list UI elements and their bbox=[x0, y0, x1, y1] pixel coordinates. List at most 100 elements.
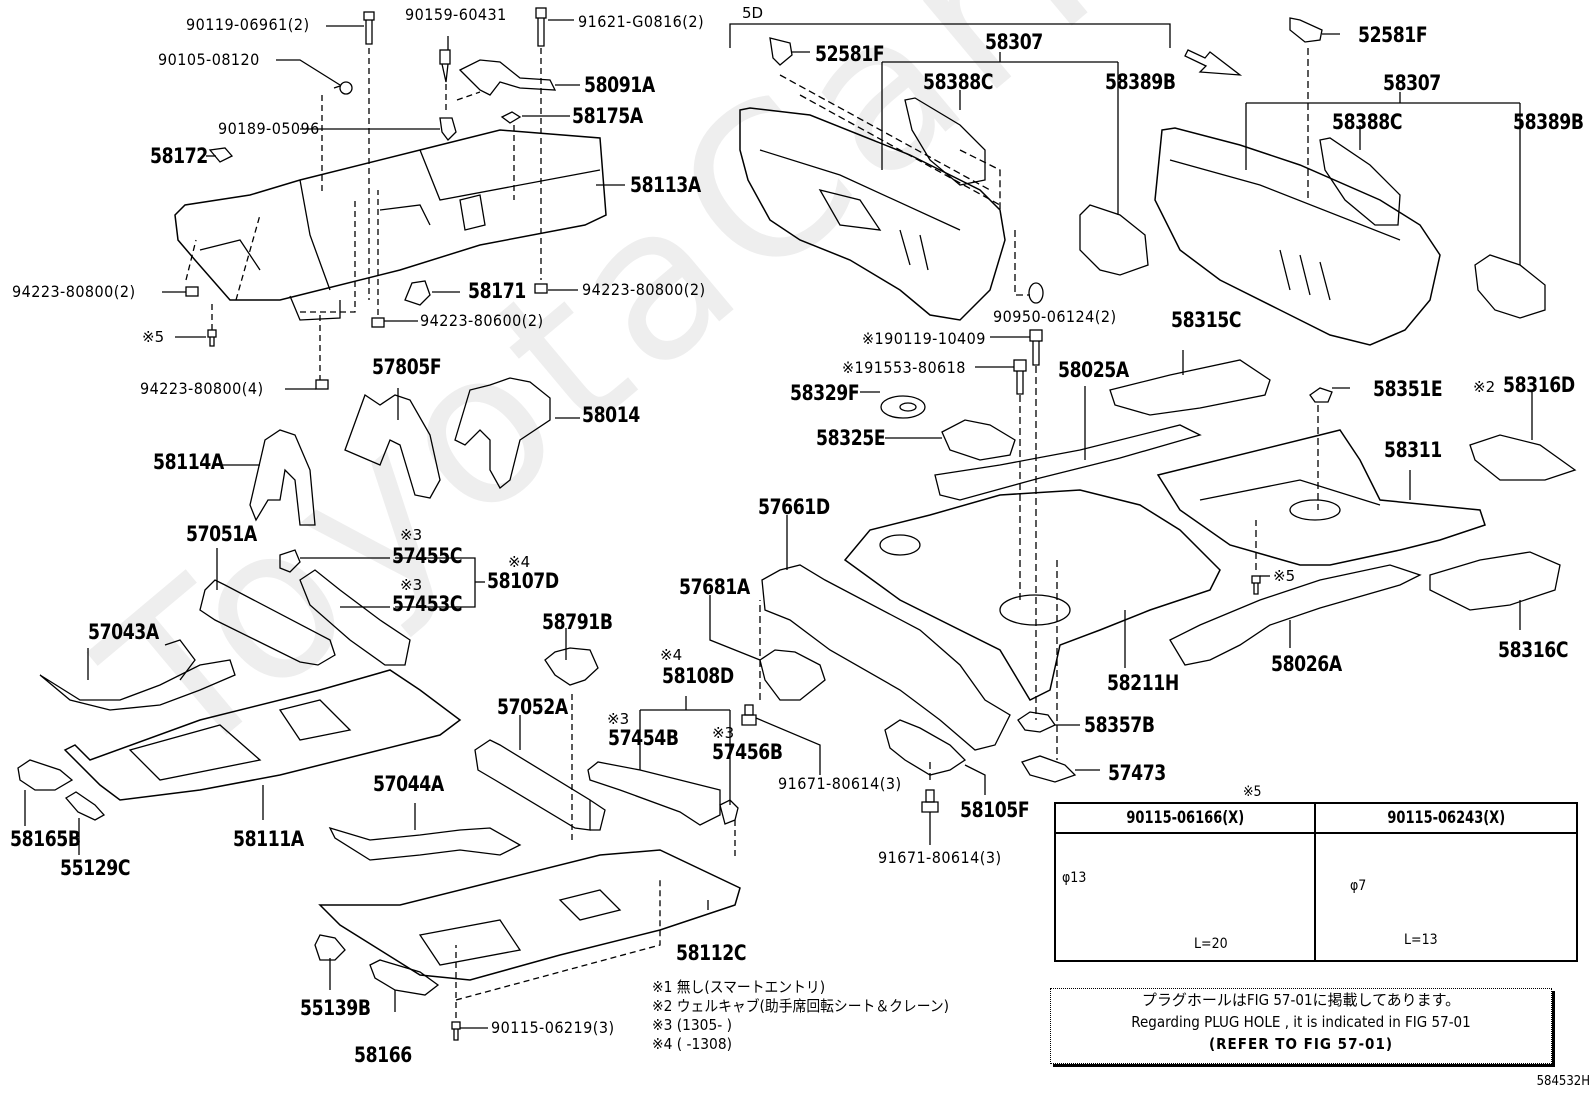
bolt-90115-06219[interactable] bbox=[451, 1021, 461, 1041]
label-58311[interactable]: 58311 bbox=[1384, 438, 1442, 462]
part-58316D[interactable] bbox=[1469, 434, 1577, 481]
label-58389B-right[interactable]: 58389B bbox=[1513, 110, 1584, 134]
part-58351E[interactable] bbox=[1309, 387, 1333, 403]
label-58107D[interactable]: 58107D bbox=[487, 569, 559, 593]
bolt-91671-80614-left[interactable] bbox=[741, 704, 757, 726]
part-57052A[interactable] bbox=[474, 739, 606, 831]
label-58026A[interactable]: 58026A bbox=[1271, 652, 1342, 676]
label-57044A[interactable]: 57044A bbox=[373, 772, 444, 796]
nut-94223-80600[interactable] bbox=[371, 317, 385, 328]
part-58315C[interactable] bbox=[1109, 359, 1271, 416]
label-58108D[interactable]: 58108D bbox=[662, 664, 734, 688]
label-57681A[interactable]: 57681A bbox=[679, 575, 750, 599]
label-58389B-left[interactable]: 58389B bbox=[1105, 70, 1176, 94]
part-57473[interactable] bbox=[1021, 755, 1077, 783]
label-90119-06961[interactable]: 90119-06961(2) bbox=[186, 15, 310, 34]
label-94223-80600[interactable]: 94223-80600(2) bbox=[420, 311, 544, 330]
part-58329F[interactable] bbox=[880, 395, 926, 419]
part-57044A[interactable] bbox=[328, 826, 522, 861]
label-91671-80614-left[interactable]: 91671-80614(3) bbox=[778, 774, 902, 793]
label-58172[interactable]: 58172 bbox=[150, 144, 208, 168]
part-58171[interactable] bbox=[404, 280, 431, 306]
part-58311-rear-floor[interactable] bbox=[1156, 429, 1486, 566]
label-58111A[interactable]: 58111A bbox=[233, 827, 304, 851]
bolt-90119-10409[interactable] bbox=[1029, 329, 1043, 366]
label-58329F[interactable]: 58329F bbox=[790, 381, 860, 405]
part-57455C[interactable] bbox=[279, 549, 301, 573]
label-94223-80800-bottom[interactable]: 94223-80800(4) bbox=[140, 379, 264, 398]
part-58166[interactable] bbox=[369, 959, 440, 996]
part-57661D-crossmember[interactable] bbox=[761, 564, 1011, 751]
part-58791B[interactable] bbox=[544, 647, 599, 686]
bolt-part-number-2[interactable]: 90115-06243(X) bbox=[1387, 808, 1505, 828]
label-94223-80800-right[interactable]: 94223-80800(2) bbox=[582, 280, 706, 299]
part-58165B[interactable] bbox=[17, 759, 74, 791]
label-57805F[interactable]: 57805F bbox=[372, 355, 442, 379]
label-58357B[interactable]: 58357B bbox=[1084, 713, 1155, 737]
part-58389B-right[interactable] bbox=[1474, 254, 1546, 319]
label-90105-08120[interactable]: 90105-08120 bbox=[158, 50, 260, 69]
label-58091A[interactable]: 58091A bbox=[584, 73, 655, 97]
part-57051A[interactable] bbox=[199, 579, 336, 666]
label-58315C[interactable]: 58315C bbox=[1171, 308, 1242, 332]
label-58166[interactable]: 58166 bbox=[354, 1043, 412, 1067]
part-58388C-left[interactable] bbox=[904, 97, 986, 186]
part-58111A-front-floor[interactable] bbox=[63, 669, 462, 801]
part-57681A[interactable] bbox=[759, 649, 826, 701]
part-57805F[interactable] bbox=[344, 394, 441, 499]
part-58026A[interactable] bbox=[1169, 564, 1422, 666]
label-55139B[interactable]: 55139B bbox=[300, 996, 371, 1020]
part-55139B[interactable] bbox=[314, 934, 346, 961]
label-91621-G0816[interactable]: 91621-G0816(2) bbox=[578, 12, 705, 31]
label-58114A[interactable]: 58114A bbox=[153, 450, 224, 474]
label-57473[interactable]: 57473 bbox=[1108, 761, 1166, 785]
bolt-91621-G0816[interactable] bbox=[535, 7, 547, 47]
label-52581F-right[interactable]: 52581F bbox=[1358, 23, 1428, 47]
part-58211H-center-floor[interactable] bbox=[843, 489, 1221, 701]
bolt-91671-80614-right[interactable] bbox=[921, 789, 939, 830]
label-58014[interactable]: 58014 bbox=[582, 403, 640, 427]
nut-94223-80800-right[interactable] bbox=[534, 283, 548, 294]
label-57052A[interactable]: 57052A bbox=[497, 695, 568, 719]
label-57455C[interactable]: 57455C bbox=[392, 544, 463, 568]
label-57043A[interactable]: 57043A bbox=[88, 620, 159, 644]
label-57051A[interactable]: 57051A bbox=[186, 522, 257, 546]
label-90115-06219[interactable]: 90115-06219(3) bbox=[491, 1018, 615, 1037]
bolt-90159-60431[interactable] bbox=[439, 49, 451, 83]
part-58389B-left[interactable] bbox=[1079, 204, 1149, 276]
bolt-91553-80618[interactable] bbox=[1013, 359, 1027, 395]
label-58171[interactable]: 58171 bbox=[468, 279, 526, 303]
label-57454B[interactable]: 57454B bbox=[608, 726, 679, 750]
label-90159-60431[interactable]: 90159-60431 bbox=[405, 5, 507, 24]
part-55129C[interactable] bbox=[65, 791, 106, 821]
part-57454B[interactable] bbox=[587, 761, 721, 826]
label-58351E[interactable]: 58351E bbox=[1373, 377, 1443, 401]
label-58105F[interactable]: 58105F bbox=[960, 798, 1030, 822]
label-90119-10409[interactable]: ※190119-10409 bbox=[862, 329, 986, 348]
label-55129C[interactable]: 55129C bbox=[60, 856, 131, 880]
label-90189-05096[interactable]: 90189-05096 bbox=[218, 119, 320, 138]
bolt-part-number-1[interactable]: 90115-06166(X) bbox=[1126, 808, 1244, 828]
label-94223-80800-left[interactable]: 94223-80800(2) bbox=[12, 282, 136, 301]
part-58325E[interactable] bbox=[941, 419, 1016, 461]
label-58113A[interactable]: 58113A bbox=[630, 173, 701, 197]
part-58316C[interactable] bbox=[1429, 551, 1561, 611]
part-58175A-pad[interactable] bbox=[500, 111, 522, 124]
label-58316D[interactable]: 58316D bbox=[1503, 373, 1575, 397]
label-58325E[interactable]: 58325E bbox=[816, 426, 886, 450]
grommet-90950-06124[interactable] bbox=[1028, 282, 1044, 304]
bolt-90119-06961[interactable] bbox=[363, 11, 375, 45]
label-91671-80614-right[interactable]: 91671-80614(3) bbox=[878, 848, 1002, 867]
part-58114A[interactable] bbox=[249, 429, 316, 526]
part-58388C-right[interactable] bbox=[1319, 137, 1401, 226]
label-57453C[interactable]: 57453C bbox=[392, 592, 463, 616]
part-58357B[interactable] bbox=[1017, 711, 1056, 733]
label-90950-06124[interactable]: 90950-06124(2) bbox=[993, 307, 1117, 326]
label-58025A[interactable]: 58025A bbox=[1058, 358, 1129, 382]
part-57043A[interactable] bbox=[39, 639, 236, 711]
part-58014[interactable] bbox=[454, 377, 551, 489]
label-58112C[interactable]: 58112C bbox=[676, 941, 747, 965]
label-58316C[interactable]: 58316C bbox=[1498, 638, 1569, 662]
bolt-mark5-right[interactable] bbox=[1251, 575, 1261, 595]
nut-94223-80800-bottom[interactable] bbox=[315, 379, 329, 390]
